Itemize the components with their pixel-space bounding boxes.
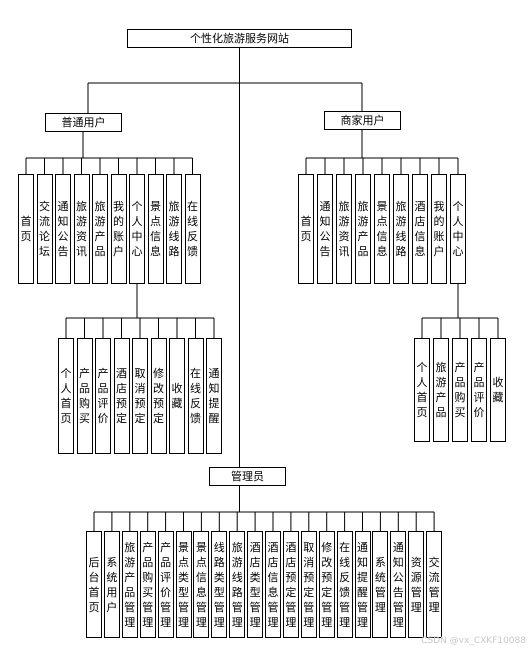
- user-center-function-node: 在线反馈: [187, 338, 204, 454]
- admin-function-node: 通知公告管理: [390, 531, 407, 638]
- admin-function-node: 系统管理: [372, 531, 389, 638]
- user-center-function-node: 修改预定: [150, 338, 167, 454]
- admin-group-node: 管理员: [209, 467, 286, 486]
- admin-function-node: 线路类型管理: [211, 531, 228, 638]
- user-center-function-node: 产品购买: [76, 338, 93, 454]
- user-function-node: 交流论坛: [36, 174, 53, 284]
- user-group-node: 普通用户: [45, 113, 122, 132]
- merchant-function-node: 旅游线路: [393, 174, 409, 284]
- merchant-function-node: 我的账户: [431, 174, 447, 284]
- user-function-node: 在线反馈: [184, 174, 201, 284]
- merchant-center-function-node: 产品评价: [471, 338, 487, 442]
- admin-function-node: 取消预定管理: [300, 531, 317, 638]
- merchant-center-function-node: 收藏: [490, 338, 506, 442]
- user-function-node: 旅游线路: [166, 174, 182, 284]
- admin-function-node: 酒店类型管理: [247, 531, 264, 638]
- admin-function-node: 旅游线路管理: [229, 531, 246, 638]
- merchant-center-function-node: 旅游产品: [433, 338, 449, 442]
- merchant-function-node: 旅游资讯: [336, 174, 352, 284]
- admin-function-node: 系统用户: [103, 531, 120, 638]
- user-function-node: 旅游产品: [92, 174, 108, 284]
- user-function-node: 我的账户: [110, 174, 127, 284]
- user-center-function-node: 通知提醒: [206, 338, 222, 454]
- merchant-function-node: 首页: [298, 174, 314, 284]
- merchant-function-node: 个人中心: [450, 174, 466, 284]
- user-function-node: 首页: [18, 174, 34, 284]
- admin-function-node: 景点信息管理: [193, 531, 210, 638]
- user-center-function-node: 个人首页: [58, 338, 74, 454]
- admin-function-node: 景点类型管理: [175, 531, 192, 638]
- admin-function-node: 交流管理: [426, 531, 443, 638]
- admin-function-node: 酒店预定管理: [282, 531, 299, 638]
- merchant-function-node: 酒店信息: [412, 174, 428, 284]
- watermark: CSDN @vx_CXKF10088: [421, 636, 526, 646]
- merchant-group-node: 商家用户: [324, 111, 401, 130]
- admin-function-node: 产品购买管理: [139, 531, 156, 638]
- user-center-function-node: 产品评价: [95, 338, 111, 454]
- admin-function-node: 酒店信息管理: [265, 531, 281, 638]
- merchant-function-node: 景点信息: [374, 174, 390, 284]
- user-center-function-node: 酒店预定: [113, 338, 130, 454]
- admin-function-node: 后台首页: [86, 531, 102, 638]
- user-function-node: 景点信息: [147, 174, 164, 284]
- admin-function-node: 修改预定管理: [318, 531, 335, 638]
- admin-function-node: 在线反馈管理: [336, 531, 353, 638]
- user-function-node: 个人中心: [129, 174, 145, 284]
- admin-function-node: 旅游产品管理: [121, 531, 138, 638]
- admin-function-node: 资源管理: [408, 531, 425, 638]
- user-center-function-node: 收藏: [169, 338, 185, 454]
- merchant-center-function-node: 个人首页: [414, 338, 430, 442]
- user-function-node: 通知公告: [55, 174, 71, 284]
- merchant-function-node: 旅游产品: [355, 174, 371, 284]
- merchant-center-function-node: 产品购买: [452, 338, 468, 442]
- root-node: 个性化旅游服务网站: [127, 29, 352, 48]
- admin-function-node: 通知提醒管理: [354, 531, 371, 638]
- user-center-function-node: 取消预定: [132, 338, 148, 454]
- merchant-function-node: 通知公告: [317, 174, 333, 284]
- admin-function-node: 产品评价管理: [157, 531, 174, 638]
- user-function-node: 旅游资讯: [73, 174, 90, 284]
